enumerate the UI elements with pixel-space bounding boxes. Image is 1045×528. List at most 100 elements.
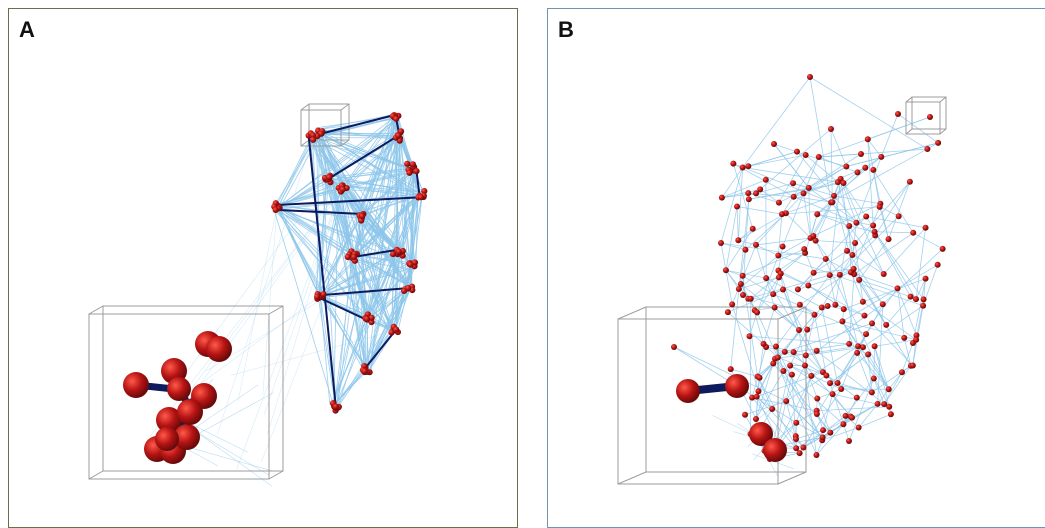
atom-node [729, 301, 735, 307]
atom-node [754, 309, 760, 315]
atom-node [935, 140, 941, 146]
network-edge [743, 77, 810, 167]
network-edge [734, 432, 747, 436]
network-edge [332, 320, 366, 406]
atom-node [736, 286, 742, 292]
atom-node [832, 302, 838, 308]
atom-node [734, 204, 740, 210]
atom-node [406, 170, 412, 176]
zoom-box-edge [940, 129, 946, 134]
atom-node [858, 151, 864, 157]
atom-node [820, 427, 826, 433]
network-edge [831, 129, 832, 202]
network-edge [721, 243, 732, 304]
atom-node [771, 141, 777, 147]
network-edge [805, 366, 817, 399]
atom-node [742, 247, 748, 253]
network-edge [737, 207, 738, 241]
zoom-box-edge [341, 104, 349, 110]
atom-node [813, 452, 819, 458]
atom-node [754, 394, 760, 400]
atom-node [839, 318, 845, 324]
atom-node [413, 168, 419, 174]
network-edge [721, 243, 826, 259]
atom-node [820, 434, 826, 440]
atom-node [780, 368, 786, 374]
atom-node [920, 303, 926, 309]
atom-node [843, 413, 849, 419]
atom-node [803, 352, 809, 358]
atom-node [345, 254, 351, 260]
atom-node [869, 389, 875, 395]
network-edge [217, 137, 313, 434]
atom-node [790, 180, 796, 186]
atom-node [740, 164, 746, 170]
atom-node [763, 177, 769, 183]
atom-node [795, 286, 801, 292]
atom-node [746, 196, 752, 202]
atom-node [359, 213, 365, 219]
atom-node [362, 368, 368, 374]
atom-node [753, 242, 759, 248]
atom-node [340, 186, 346, 192]
network-edge [881, 114, 898, 157]
atom-node [849, 252, 855, 258]
network-edge [805, 214, 817, 253]
atom-node [940, 246, 946, 252]
atom-node [796, 327, 802, 333]
atom-node [814, 211, 820, 217]
atom-node [844, 248, 850, 254]
atom-node [746, 333, 752, 339]
atom-node [808, 373, 814, 379]
network-edge [854, 233, 913, 274]
atom-node [851, 266, 857, 272]
network-edge [776, 275, 830, 346]
atom-node [880, 301, 886, 307]
zoom-box-edge [301, 104, 309, 110]
atom-node [923, 225, 929, 231]
atom-node [167, 377, 191, 401]
atom-node [910, 362, 916, 368]
atom-node [829, 199, 835, 205]
atom-node [838, 386, 844, 392]
atom-node [804, 327, 810, 333]
atom-node [846, 438, 852, 444]
atom-node [819, 304, 825, 310]
zoom-box-edge [89, 306, 103, 314]
atom-node [773, 344, 779, 350]
atom-node [805, 282, 811, 288]
atom-node [806, 185, 812, 191]
atom-node [837, 272, 843, 278]
atom-node [895, 111, 901, 117]
node-layer [671, 74, 946, 462]
atom-node [841, 306, 847, 312]
atom-node [794, 149, 800, 155]
atom-node [763, 438, 787, 462]
atom-node [927, 114, 933, 120]
atom-node [828, 126, 834, 132]
atom-node [123, 372, 149, 398]
atom-node [418, 194, 424, 200]
atom-node [793, 420, 799, 426]
atom-node [823, 372, 829, 378]
atom-node [807, 74, 813, 80]
atom-node [810, 233, 816, 239]
atom-node [881, 401, 887, 407]
network-edge [913, 233, 942, 249]
network-edge [238, 207, 277, 401]
network-edge [810, 77, 831, 202]
atom-node [910, 230, 916, 236]
network-edge [731, 289, 739, 369]
network-edge [739, 277, 779, 289]
atom-node [886, 236, 892, 242]
atom-node [770, 291, 776, 297]
atom-node [273, 207, 279, 213]
atom-node [753, 416, 759, 422]
network-edge [816, 241, 855, 243]
atom-node [814, 348, 820, 354]
atom-node [871, 376, 877, 382]
atom-node [779, 211, 785, 217]
atom-node [895, 285, 901, 291]
zoom-box-edge [269, 306, 283, 314]
atom-node [757, 186, 763, 192]
